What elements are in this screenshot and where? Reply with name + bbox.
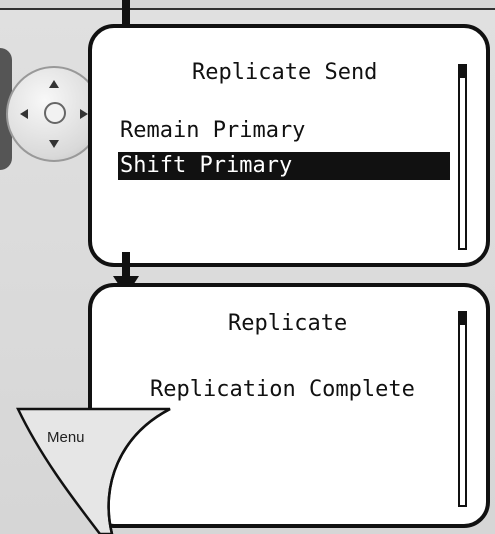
lcd-screen-replicate-send: Replicate Send Remain Primary Shift Prim…: [88, 24, 490, 267]
menu-item-shift-primary[interactable]: Shift Primary: [118, 152, 450, 180]
scroll-thumb: [460, 66, 465, 78]
scroll-thumb: [460, 313, 465, 325]
screen-title: Replicate Send: [192, 60, 378, 85]
scroll-indicator: [458, 311, 467, 507]
menu-item-remain-primary[interactable]: Remain Primary: [120, 118, 306, 143]
scroll-indicator: [458, 64, 467, 250]
top-bezel: [0, 0, 495, 10]
screen-title: Replicate: [228, 311, 348, 336]
status-message: Replication Complete: [150, 377, 415, 402]
menu-softkey-label: Menu: [47, 429, 85, 446]
menu-softkey[interactable]: [0, 395, 180, 534]
lcd-screen-replicate: Replicate Replication Complete: [88, 283, 490, 528]
nav-arrows-icon: [20, 80, 88, 148]
nav-pad-icon[interactable]: [6, 66, 102, 162]
nav-center-button[interactable]: [44, 102, 66, 124]
